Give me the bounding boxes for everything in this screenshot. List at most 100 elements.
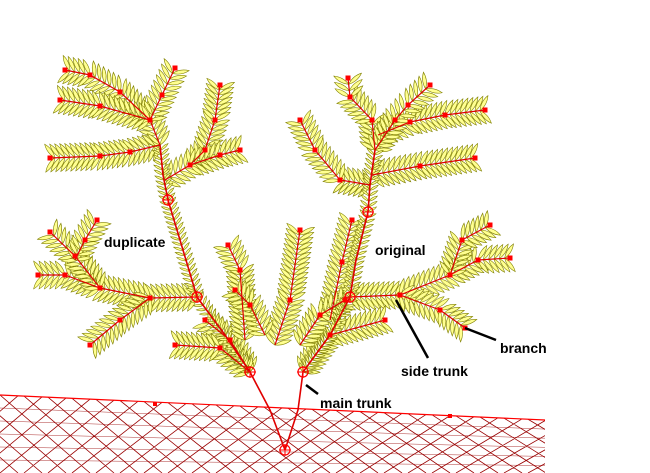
leaf (220, 261, 239, 266)
leaf (459, 144, 468, 161)
leaf (168, 344, 181, 360)
leaf (205, 332, 216, 349)
leaf (149, 283, 161, 299)
leaf (202, 107, 216, 121)
leaf (359, 281, 370, 298)
leaf (57, 222, 62, 241)
leaf (318, 174, 338, 179)
leaf (237, 343, 242, 355)
label-branch: branch (500, 340, 547, 356)
leaf (359, 310, 367, 328)
leaf (374, 124, 382, 143)
leaf (377, 143, 396, 148)
leaf (45, 243, 64, 249)
leaf (162, 167, 172, 176)
leaf (359, 240, 371, 245)
leaf (162, 211, 174, 216)
branch-node (237, 147, 243, 153)
leaf (176, 296, 187, 312)
leaf (424, 149, 433, 166)
leaf (111, 152, 121, 170)
leaf (63, 262, 82, 267)
joint-marker-cross (362, 206, 374, 218)
leaf (455, 316, 474, 323)
leaf (460, 319, 478, 326)
leaf (91, 106, 106, 119)
leaf (344, 314, 352, 332)
leaf (116, 113, 131, 126)
leaf (102, 315, 121, 321)
leaf (352, 271, 364, 277)
leaf (479, 212, 484, 231)
leaf (117, 138, 131, 153)
leaf (333, 75, 350, 85)
leaf (419, 269, 425, 288)
leaf (333, 232, 347, 247)
leaf (347, 166, 356, 184)
leaf (434, 100, 443, 118)
branch-node (237, 267, 243, 273)
leaf (384, 295, 396, 310)
leaf (128, 295, 147, 302)
leaf (262, 314, 271, 331)
leaf (65, 156, 76, 172)
leaf (123, 97, 131, 116)
leaf (320, 346, 332, 349)
leaf (195, 308, 208, 312)
leaf (33, 260, 44, 276)
leaf (444, 99, 454, 116)
leaf (448, 235, 460, 251)
leaf (122, 77, 128, 97)
leaf (369, 323, 384, 336)
branch-node (127, 149, 133, 155)
leaf (314, 341, 319, 353)
leaf (327, 259, 341, 274)
leaf (414, 271, 420, 290)
leaf (77, 74, 91, 88)
leaf (87, 89, 96, 106)
leaf (230, 234, 240, 251)
leaf (219, 154, 234, 167)
leaf (83, 80, 101, 89)
branch-node (62, 67, 68, 73)
leaf (449, 113, 462, 128)
leaf (85, 155, 96, 172)
leaf (160, 283, 172, 299)
leaf (264, 319, 274, 336)
leaf (192, 322, 210, 329)
branch-node (342, 297, 348, 303)
leaf (289, 131, 309, 137)
leaf (299, 319, 307, 338)
leaf (224, 153, 239, 166)
leaf (112, 292, 126, 306)
leaf (279, 324, 298, 331)
leaf (351, 276, 363, 282)
ground-edge (0, 394, 546, 421)
leaf (493, 258, 506, 273)
leaf (92, 340, 98, 360)
branch-node (97, 285, 103, 291)
leaf (333, 82, 350, 92)
leaf (294, 141, 314, 147)
leaf (201, 115, 213, 131)
leaf (325, 270, 339, 284)
leaf (429, 164, 443, 178)
leaf (101, 65, 107, 85)
leaf (224, 137, 232, 155)
leaf (311, 358, 323, 362)
branch-node (147, 117, 153, 123)
leaf (360, 194, 370, 202)
leaf (344, 278, 353, 287)
leaf (411, 100, 430, 106)
leaf (367, 98, 373, 117)
leaf (295, 251, 312, 261)
leaf (80, 155, 91, 172)
leaf (361, 229, 373, 234)
leaf (354, 311, 362, 329)
leaf (480, 229, 497, 239)
leaf (403, 152, 412, 170)
leaf (101, 154, 111, 171)
leaf (155, 283, 167, 299)
leaf (429, 117, 443, 131)
